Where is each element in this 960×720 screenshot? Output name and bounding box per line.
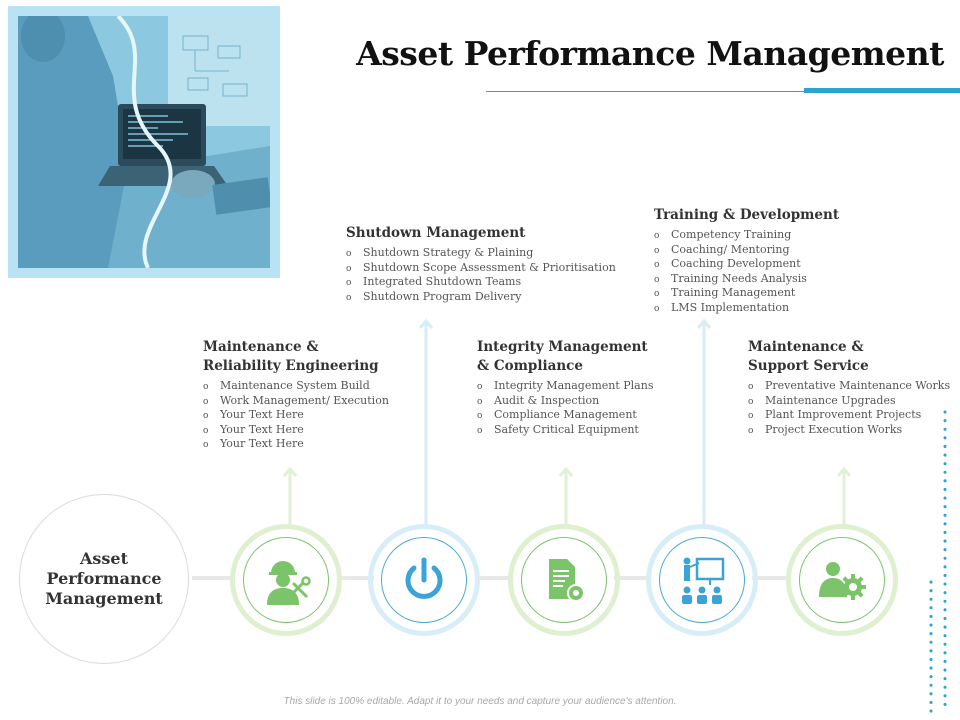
list-item: Coaching/ Mentoring <box>654 243 839 258</box>
decorative-dotted-line <box>929 580 933 718</box>
list-item: Project Execution Works <box>748 423 950 438</box>
heading-line: Maintenance & <box>748 339 864 355</box>
icon-circle <box>659 537 745 623</box>
arrow-up-tall <box>696 318 712 528</box>
list-item: Shutdown Program Delivery <box>346 290 616 305</box>
list-item: Maintenance System Build <box>203 379 389 394</box>
list-item: Your Text Here <box>203 437 389 452</box>
reliability-engineering-heading: Maintenance & Reliability Engineering <box>203 338 389 376</box>
footer-note: This slide is 100% editable. Adapt it to… <box>283 696 677 707</box>
arrow-up-short <box>282 466 298 528</box>
list-item: Integrated Shutdown Teams <box>346 275 616 290</box>
support-service-block: Maintenance & Support Service Preventati… <box>748 338 950 437</box>
list-item: Plant Improvement Projects <box>748 408 950 423</box>
icon-circle <box>521 537 607 623</box>
list-item: Audit & Inspection <box>477 394 653 409</box>
heading-line: Support Service <box>748 358 869 374</box>
title-underline-accent <box>804 88 960 93</box>
connector-line <box>614 576 650 580</box>
user-gear-icon-ring <box>786 524 898 636</box>
list-item: Compliance Management <box>477 408 653 423</box>
heading-line: Maintenance & <box>203 339 319 355</box>
presentation-icon-ring <box>646 524 758 636</box>
decorative-dotted-line <box>943 410 947 712</box>
list-item: Competency Training <box>654 228 839 243</box>
arrow-up-short <box>836 466 852 528</box>
arrow-up-tall <box>418 318 434 528</box>
heading-line: Reliability Engineering <box>203 358 379 374</box>
list-item: Preventative Maintenance Works <box>748 379 950 394</box>
list-item: Your Text Here <box>203 423 389 438</box>
connector-line <box>476 576 512 580</box>
title-underline <box>486 91 804 92</box>
reliability-engineering-block: Maintenance & Reliability Engineering Ma… <box>203 338 389 452</box>
shutdown-management-heading: Shutdown Management <box>346 225 526 241</box>
icon-circle <box>243 537 329 623</box>
power-icon-ring <box>368 524 480 636</box>
list-item: Shutdown Strategy & Plaining <box>346 246 616 261</box>
center-label-circle: Asset Performance Management <box>19 494 189 664</box>
office-photo <box>8 6 280 278</box>
list-item: Integrity Management Plans <box>477 379 653 394</box>
support-service-heading: Maintenance & Support Service <box>748 338 950 376</box>
reliability-engineering-list: Maintenance System Build Work Management… <box>203 379 389 452</box>
support-service-list: Preventative Maintenance Works Maintenan… <box>748 379 950 437</box>
connector-line <box>192 576 232 580</box>
training-development-heading: Training & Development <box>654 207 840 223</box>
presentation-audience-icon <box>682 557 725 604</box>
list-item: Maintenance Upgrades <box>748 394 950 409</box>
icon-circle <box>381 537 467 623</box>
icon-circle <box>799 537 885 623</box>
connector-line <box>752 576 788 580</box>
connector-line <box>338 576 374 580</box>
list-item: Coaching Development <box>654 257 839 272</box>
heading-line: Integrity Management <box>477 339 648 355</box>
page-title: Asset Performance Management <box>356 34 944 73</box>
training-development-list: Competency Training Coaching/ Mentoring … <box>654 228 839 315</box>
list-item: Work Management/ Execution <box>203 394 389 409</box>
engineer-icon-ring <box>230 524 342 636</box>
list-item: Shutdown Scope Assessment & Prioritisati… <box>346 261 616 276</box>
heading-line: & Compliance <box>477 358 583 374</box>
list-item: Safety Critical Equipment <box>477 423 653 438</box>
arrow-up-short <box>558 466 574 528</box>
list-item: Your Text Here <box>203 408 389 423</box>
engineer-wrench-icon <box>267 561 311 605</box>
document-gear-icon <box>549 559 585 602</box>
shutdown-management-block: Shutdown Management Shutdown Strategy & … <box>346 224 616 304</box>
training-development-block: Training & Development Competency Traini… <box>654 206 839 315</box>
document-icon-ring <box>508 524 620 636</box>
power-icon <box>405 557 443 599</box>
shutdown-management-list: Shutdown Strategy & Plaining Shutdown Sc… <box>346 246 616 304</box>
integrity-compliance-list: Integrity Management Plans Audit & Inspe… <box>477 379 653 437</box>
user-gear-icon <box>819 562 866 600</box>
list-item: Training Needs Analysis <box>654 272 839 287</box>
photo-image <box>18 16 270 268</box>
list-item: Training Management <box>654 286 839 301</box>
list-item: LMS Implementation <box>654 301 839 316</box>
integrity-compliance-block: Integrity Management & Compliance Integr… <box>477 338 653 437</box>
center-label: Asset Performance Management <box>45 549 163 608</box>
integrity-compliance-heading: Integrity Management & Compliance <box>477 338 653 376</box>
laptop-scene-illustration <box>18 16 270 268</box>
